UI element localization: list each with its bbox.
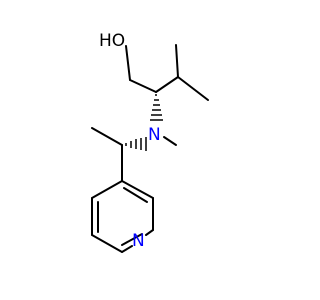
bond-iprch-me1 bbox=[175, 44, 179, 78]
bond-n-methyl bbox=[163, 136, 177, 146]
amine-nitrogen-label: N bbox=[148, 125, 161, 145]
ring-double-1 bbox=[123, 187, 148, 203]
ring-bond-1 bbox=[121, 180, 154, 199]
bond-ch2-c1 bbox=[129, 79, 157, 93]
bond-c1-iprch bbox=[155, 76, 179, 93]
bond-o-ch2 bbox=[125, 45, 131, 81]
hashed-wedge-c2-n bbox=[125, 137, 147, 151]
hashed-wedge-c1-n bbox=[150, 94, 163, 121]
ring-bond-7 bbox=[91, 180, 123, 199]
ring-double-3 bbox=[121, 233, 143, 246]
bond-c2-methyl bbox=[91, 127, 123, 146]
hydroxyl-label: HO bbox=[99, 31, 125, 51]
pyridine-nitrogen-label: N bbox=[132, 231, 145, 251]
bond-iprch-me2 bbox=[177, 76, 209, 101]
molecule-structure: HO N N bbox=[91, 31, 209, 253]
ring-bond-3 bbox=[145, 229, 154, 236]
ring-bond-5 bbox=[91, 234, 123, 253]
ring-bond-4 bbox=[121, 245, 133, 253]
bonds bbox=[91, 44, 209, 253]
